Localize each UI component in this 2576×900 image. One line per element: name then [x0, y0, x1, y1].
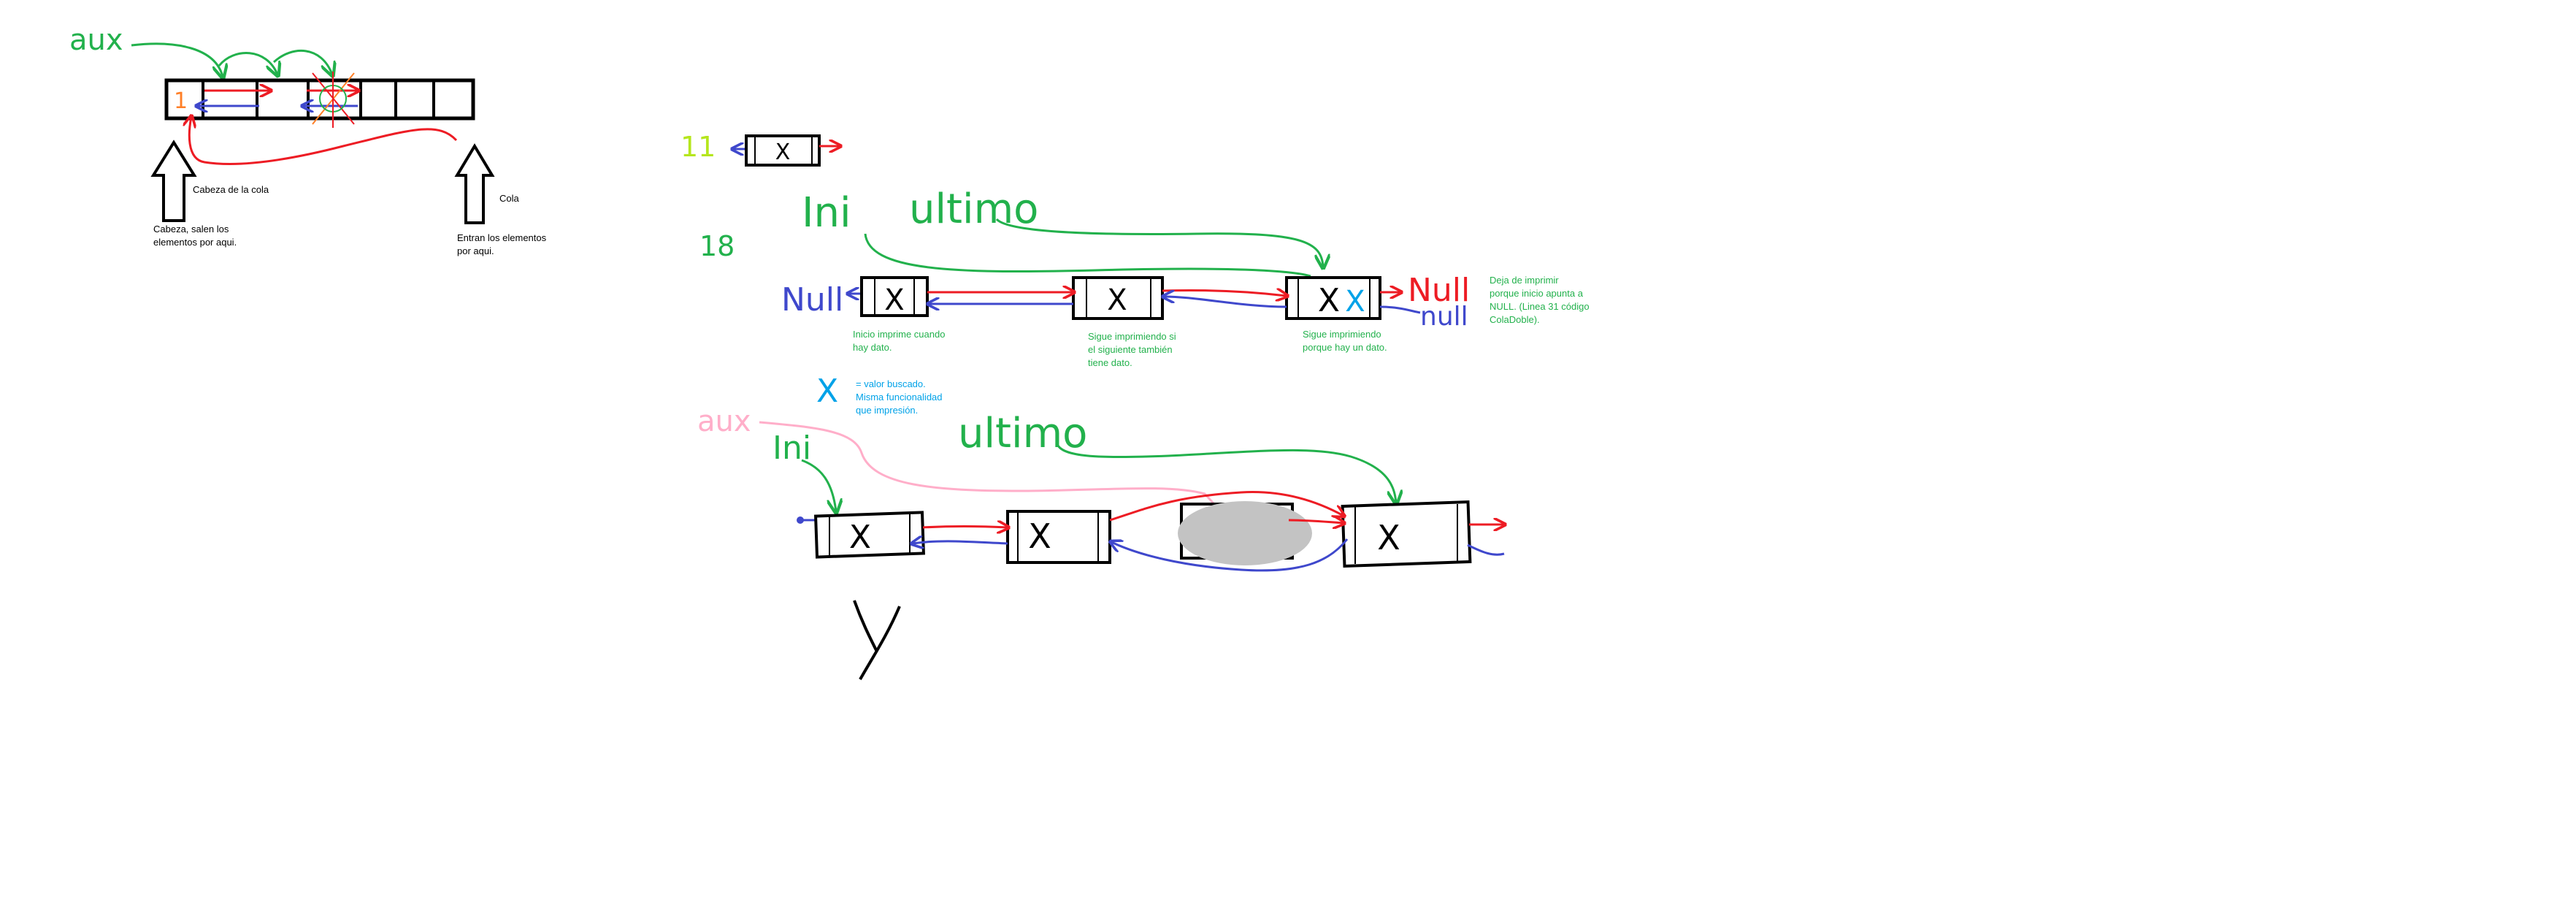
print-note-4-line-3: NULL. (Linea 31 código — [1490, 301, 1590, 312]
print-node-1-value: X — [884, 283, 904, 317]
deleted-node-blob — [1178, 501, 1312, 565]
print-note-3: Sigue imprimiendo porque hay un dato. — [1303, 329, 1387, 353]
print-note-3-line-2: porque hay un dato. — [1303, 342, 1387, 353]
line-number-18: 18 — [699, 230, 735, 262]
aux-label: aux — [69, 23, 123, 57]
print-note-2-line-1: Sigue imprimiendo si — [1088, 331, 1176, 342]
print-note-2-line-2: el siguiente también — [1088, 344, 1173, 355]
legend-line-1: = valor buscado. — [856, 378, 926, 389]
null-right-red-label: Null — [1408, 272, 1470, 309]
tail-caption: Cola — [499, 193, 520, 204]
delete-aux-label: aux — [697, 405, 751, 438]
delete-list-diagram: aux Ini ultimo X X X — [697, 405, 1505, 680]
print-node-2-value: X — [1107, 283, 1127, 317]
print-list-diagram: 18 Ini ultimo Null X X X X Null null — [699, 186, 1590, 416]
legend-line-2: Misma funcionalidad — [856, 392, 943, 403]
delete-node-2-value: X — [1028, 516, 1051, 556]
queue-slot-dividers — [202, 80, 435, 118]
queue-array-diagram: aux 1 Cabeza de la cola — [69, 23, 547, 256]
tail-to-head-arrow — [189, 117, 458, 166]
head-up-arrow — [150, 140, 197, 222]
tail-note-line-2: por aqui. — [457, 245, 494, 256]
delete-node-1 — [813, 511, 926, 559]
ini-label: Ini — [802, 189, 851, 237]
aux-arrow-1 — [131, 42, 223, 77]
found-value-mark: X — [1345, 285, 1365, 319]
legend: X = valor buscado. Misma funcionalidad q… — [816, 373, 943, 416]
head-note-line-1: Cabeza, salen los — [153, 224, 229, 234]
aux-arrow-2 — [218, 52, 277, 75]
print-list-next-pointers — [927, 290, 1400, 296]
delete-node-2 — [1006, 510, 1111, 564]
delete-node-3-value: X — [1377, 518, 1400, 557]
print-note-4-line-2: porque inicio apunta a — [1490, 288, 1584, 299]
single-node-value: X — [775, 140, 791, 165]
line-number-11: 11 — [681, 131, 716, 163]
print-note-4-line-1: Deja de imprimir — [1490, 275, 1559, 286]
delete-ultimo-arrow — [1056, 443, 1396, 503]
tail-note-line-1: Entran los elementos — [457, 232, 547, 243]
delete-list-next-pointers — [922, 491, 1504, 527]
delete-ultimo-label: ultimo — [958, 410, 1087, 457]
legend-mark: X — [816, 373, 838, 410]
print-note-3-line-1: Sigue imprimiendo — [1303, 329, 1381, 340]
delete-ini-null-dot — [797, 516, 804, 524]
print-note-1-line-2: hay dato. — [853, 342, 892, 353]
queue-slot-value: 1 — [174, 88, 188, 114]
print-note-2: Sigue imprimiendo si el siguiente tambié… — [1088, 331, 1176, 368]
print-note-1-line-1: Inicio imprime cuando — [853, 329, 945, 340]
tail-up-arrow — [454, 143, 495, 224]
head-caption: Cabeza de la cola — [193, 184, 269, 195]
print-list-prev-pointers — [929, 297, 1421, 314]
head-note-line-2: elementos por aqui. — [153, 237, 237, 248]
print-note-2-line-3: tiene dato. — [1088, 357, 1132, 368]
delete-node-3 — [1341, 500, 1472, 568]
print-note-1: Inicio imprime cuando hay dato. — [853, 329, 945, 353]
ultimo-label: ultimo — [909, 186, 1038, 233]
delete-node-1-value: X — [849, 519, 871, 556]
print-note-4-line-4: ColaDoble). — [1490, 314, 1540, 325]
queue-array-box — [164, 78, 475, 121]
legend-line-3: que impresión. — [856, 405, 918, 416]
ini-pointer-arrow — [864, 233, 1311, 278]
ultimo-pointer-arrow — [995, 218, 1323, 267]
aux-arrow-3 — [272, 49, 332, 75]
aux-pointer-curve — [759, 421, 1222, 513]
removed-slot-scribble — [312, 72, 355, 128]
y-mark — [853, 600, 901, 680]
print-note-4: Deja de imprimir porque inicio apunta a … — [1490, 275, 1590, 325]
delete-list-prev-pointers — [913, 539, 1505, 572]
single-node-box — [745, 134, 821, 167]
single-node-diagram: 11 X — [681, 131, 840, 167]
null-right-blue-label: null — [1420, 302, 1468, 332]
delete-ini-arrow — [801, 459, 836, 511]
print-node-3-value: X — [1318, 282, 1340, 319]
null-left-label: Null — [781, 281, 843, 319]
print-node-1 — [860, 276, 929, 317]
